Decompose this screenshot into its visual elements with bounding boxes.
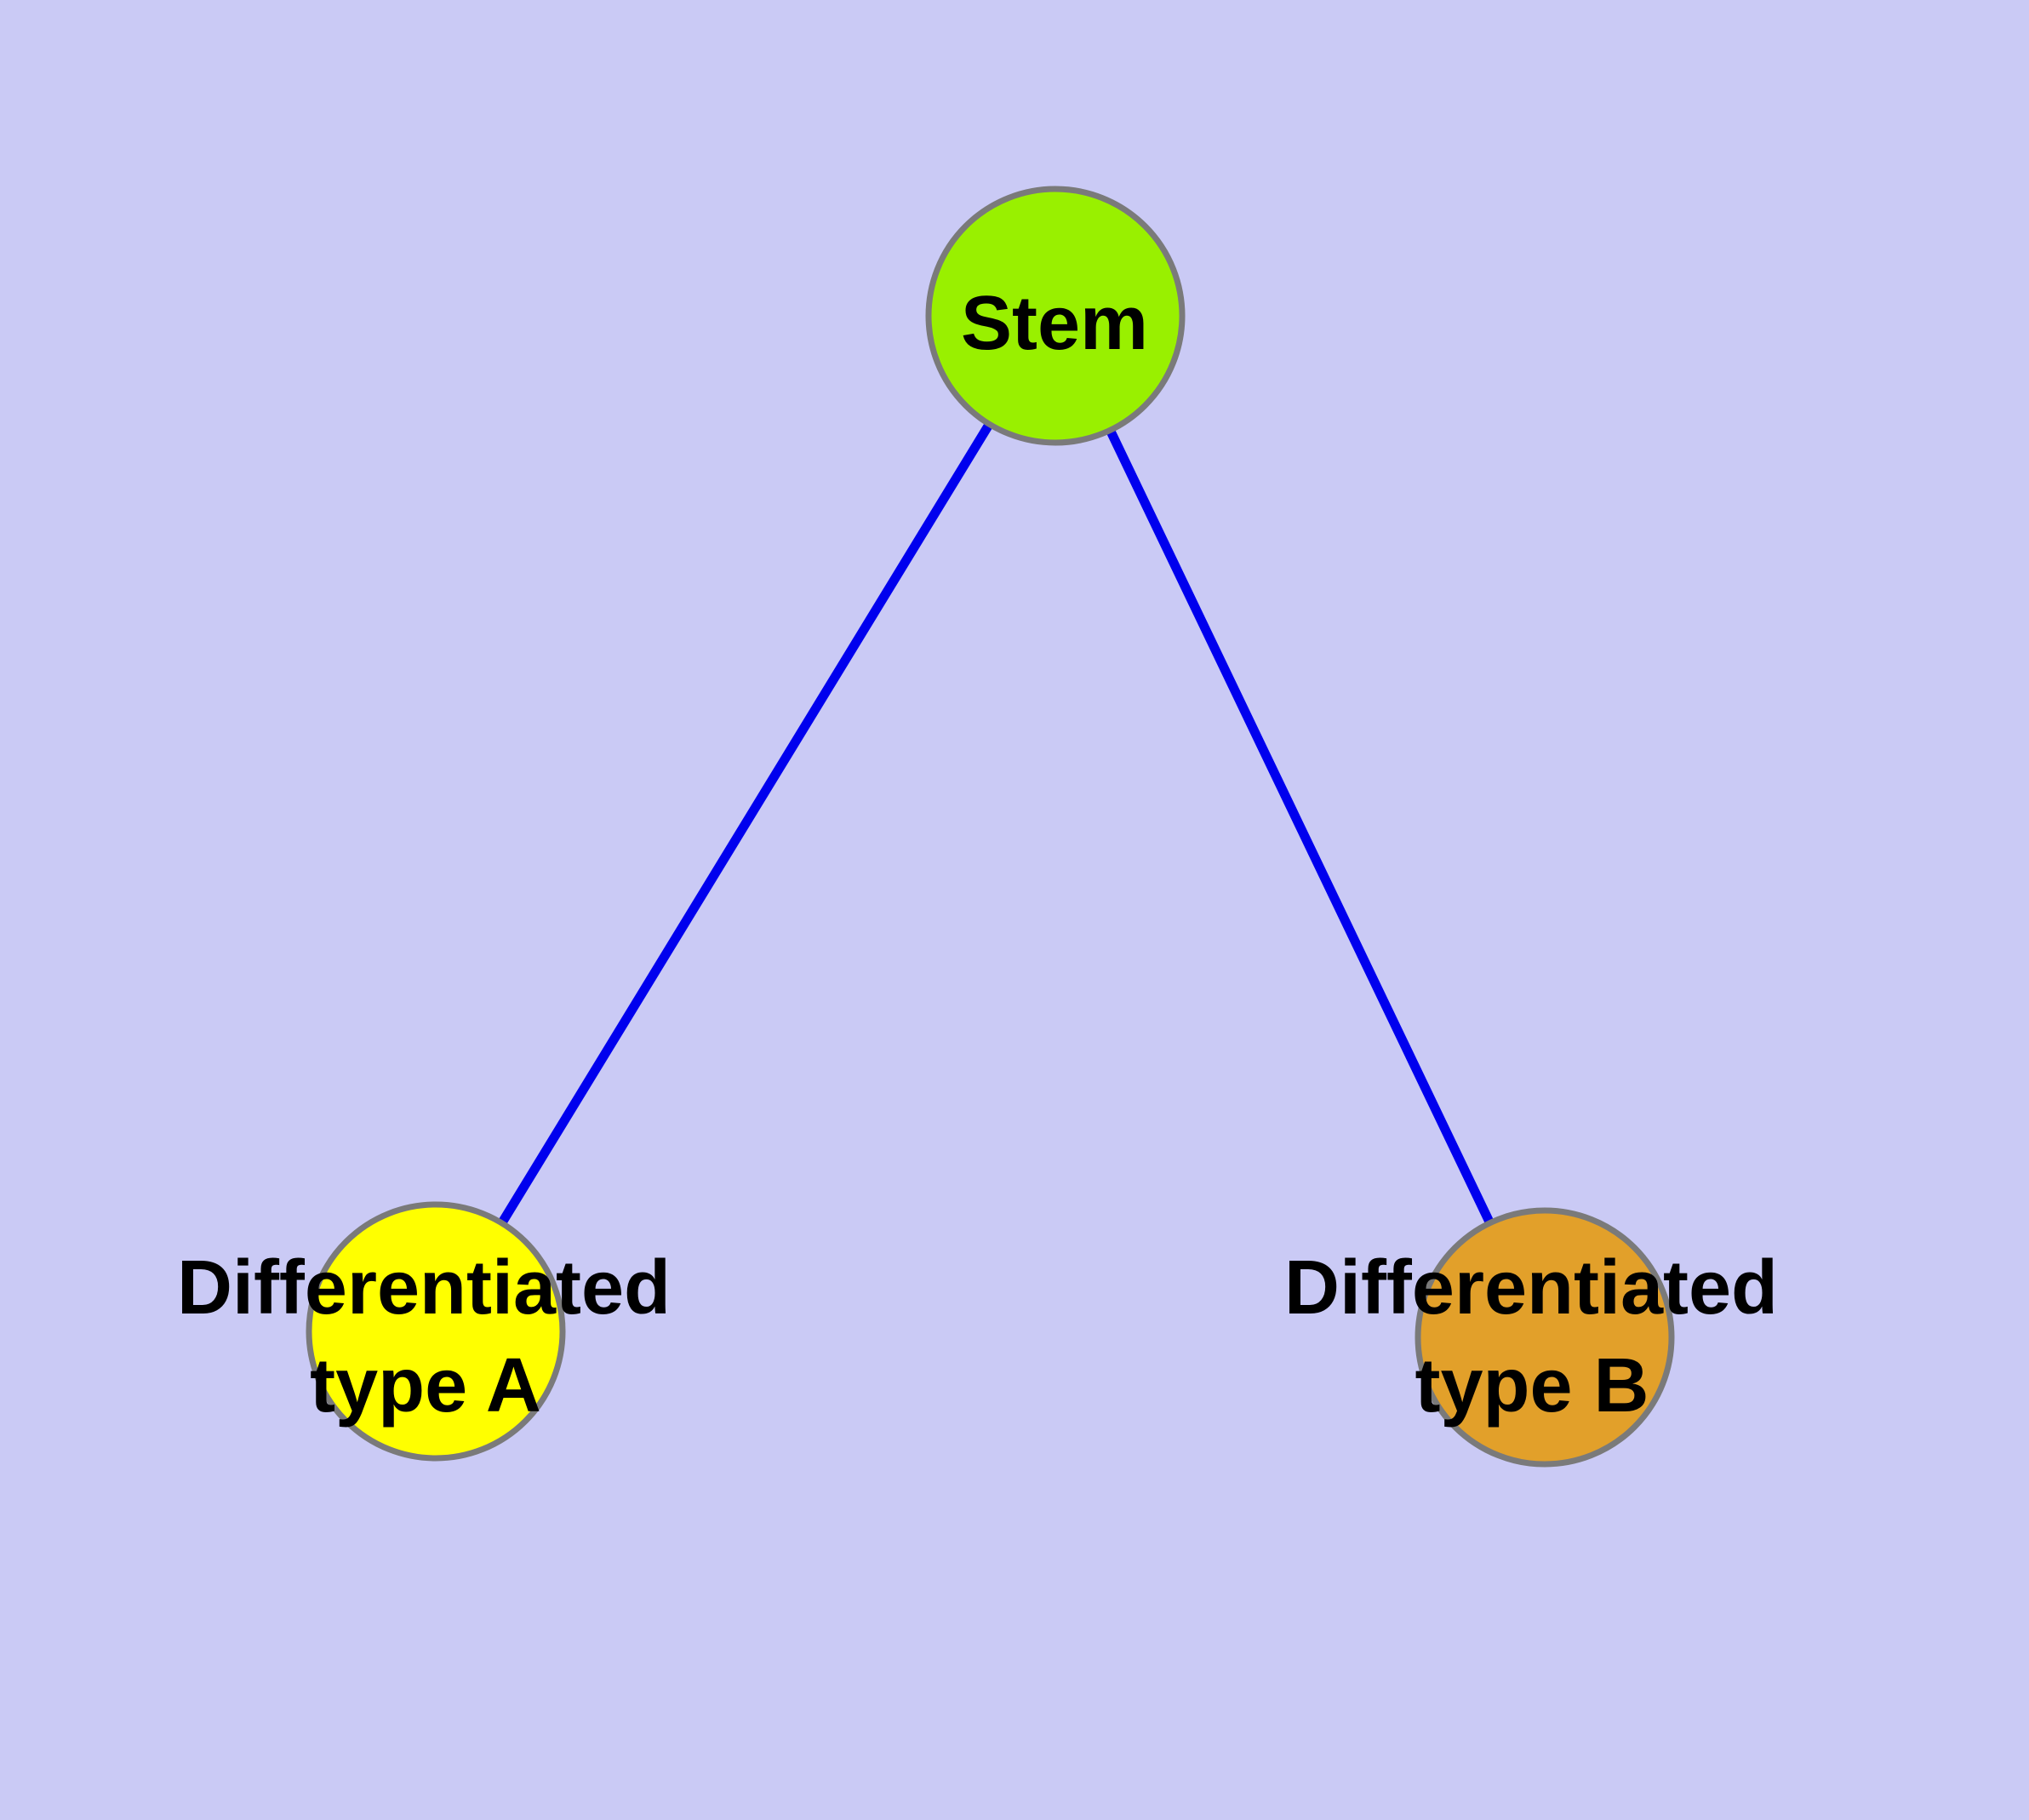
node-stem-label: Stem: [961, 281, 1148, 366]
node-type-b-label-line2: type B: [1415, 1343, 1649, 1428]
node-type-b-circle: [1415, 1207, 1675, 1468]
node-type-a-circle: [306, 1201, 566, 1462]
node-type-a-label-line1: Differentiated: [177, 1245, 671, 1331]
node-stem: Stem: [925, 186, 1186, 446]
node-differentiated-type-a: Differentiated type A: [177, 1201, 671, 1462]
edge-stem-to-type-b: [1050, 311, 1550, 1342]
edge-stem-to-type-a: [431, 311, 1060, 1336]
node-type-b-label-line1: Differentiated: [1284, 1245, 1778, 1331]
node-stem-circle: [925, 186, 1186, 446]
edge-group: [431, 311, 1550, 1342]
node-differentiated-type-b: Differentiated type B: [1284, 1207, 1778, 1468]
node-type-a-label-line2: type A: [310, 1343, 541, 1428]
